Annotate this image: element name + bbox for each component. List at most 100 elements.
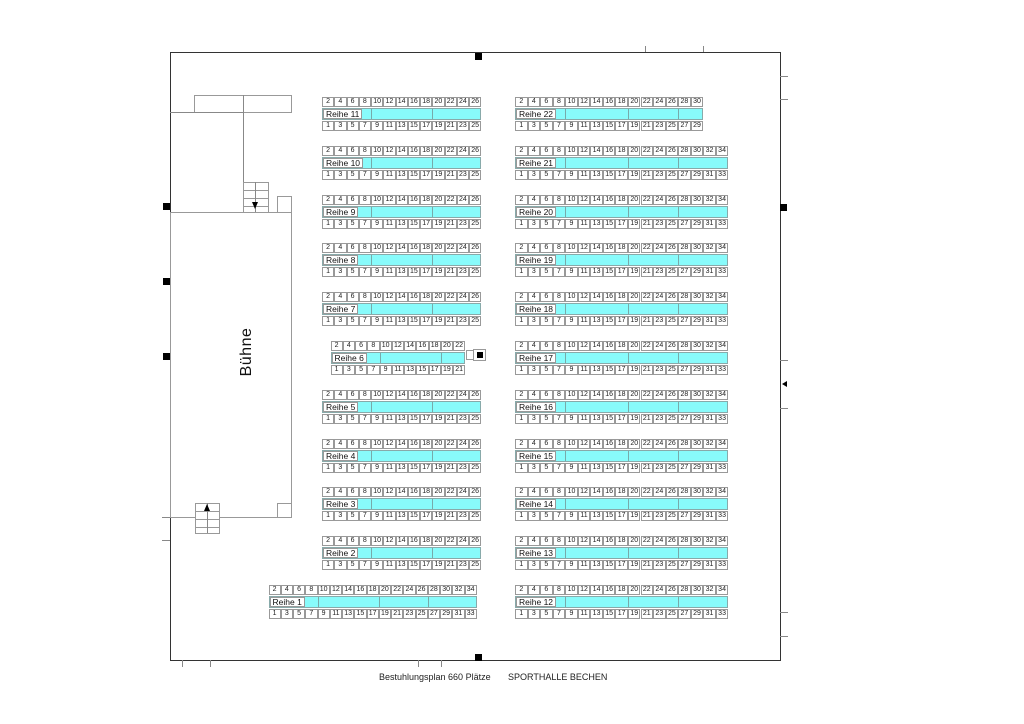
seat[interactable]: 20 [432, 97, 445, 107]
seat[interactable]: 6 [540, 145, 553, 156]
seat[interactable]: 20 [627, 292, 641, 303]
seat[interactable]: 24 [456, 243, 469, 254]
seat[interactable]: 5 [293, 609, 306, 619]
seat[interactable]: 9 [565, 121, 578, 131]
seat[interactable]: 12 [383, 438, 396, 449]
seat[interactable]: 32 [703, 487, 716, 498]
seat[interactable]: 14 [590, 536, 603, 547]
seat[interactable]: 8 [552, 145, 566, 156]
seat[interactable]: 17 [420, 121, 433, 131]
seat[interactable]: 25 [665, 121, 679, 131]
seat[interactable]: 1 [330, 365, 343, 375]
seat[interactable]: 26 [469, 487, 482, 498]
seat[interactable]: 5 [346, 413, 359, 424]
seat[interactable]: 20 [432, 145, 445, 156]
seat[interactable]: 5 [540, 365, 553, 375]
seat[interactable]: 4 [334, 438, 347, 449]
seat[interactable]: 17 [615, 218, 628, 229]
seat[interactable]: 19 [432, 121, 445, 131]
seat[interactable]: 20 [378, 585, 391, 595]
seat[interactable]: 28 [678, 438, 691, 449]
seat[interactable]: 23 [456, 462, 469, 473]
seat[interactable]: 17 [615, 365, 628, 375]
seat[interactable]: 15 [407, 462, 420, 473]
seat[interactable]: 7 [358, 560, 371, 571]
seat[interactable]: 26 [665, 438, 679, 449]
seat[interactable]: 15 [407, 560, 420, 571]
seat[interactable]: 9 [565, 560, 578, 571]
seat[interactable]: 6 [346, 292, 359, 303]
seat[interactable]: 3 [334, 316, 347, 327]
seat[interactable]: 24 [456, 536, 469, 547]
seat[interactable]: 1 [515, 560, 528, 571]
seat[interactable]: 18 [420, 194, 433, 205]
seat[interactable]: 28 [678, 487, 691, 498]
seat[interactable]: 12 [383, 292, 396, 303]
seat[interactable]: 10 [317, 585, 330, 595]
seat[interactable]: 5 [540, 560, 553, 571]
seat[interactable]: 12 [577, 145, 591, 156]
seat[interactable]: 24 [456, 194, 469, 205]
seat[interactable]: 22 [444, 145, 457, 156]
seat[interactable]: 3 [334, 462, 347, 473]
seat[interactable]: 23 [653, 462, 666, 473]
seat[interactable]: 24 [456, 389, 469, 400]
seat[interactable]: 6 [540, 292, 553, 303]
seat[interactable]: 28 [678, 194, 691, 205]
seat[interactable]: 7 [305, 609, 318, 619]
seat[interactable]: 18 [428, 341, 441, 351]
seat[interactable]: 21 [444, 560, 457, 571]
seat[interactable]: 24 [456, 292, 469, 303]
seat[interactable]: 15 [407, 169, 420, 180]
seat[interactable]: 13 [590, 511, 603, 522]
seat[interactable]: 2 [322, 536, 335, 547]
seat[interactable]: 1 [515, 462, 528, 473]
seat[interactable]: 16 [407, 292, 420, 303]
seat[interactable]: 2 [322, 97, 335, 107]
seat[interactable]: 26 [665, 536, 679, 547]
seat[interactable]: 13 [404, 365, 417, 375]
seat[interactable]: 19 [378, 609, 391, 619]
seat[interactable]: 28 [678, 389, 691, 400]
seat[interactable]: 20 [627, 194, 641, 205]
seat[interactable]: 24 [653, 292, 666, 303]
seat[interactable]: 15 [602, 609, 616, 619]
seat[interactable]: 17 [420, 413, 433, 424]
seat[interactable]: 21 [444, 218, 457, 229]
seat[interactable]: 18 [615, 194, 628, 205]
seat[interactable]: 34 [715, 292, 729, 303]
seat[interactable]: 27 [678, 413, 691, 424]
seat[interactable]: 6 [346, 194, 359, 205]
seat[interactable]: 25 [665, 560, 679, 571]
seat[interactable]: 11 [329, 609, 342, 619]
seat[interactable]: 7 [552, 365, 566, 375]
seat[interactable]: 7 [552, 169, 566, 180]
seat[interactable]: 30 [690, 389, 704, 400]
seat[interactable]: 18 [615, 145, 628, 156]
seat[interactable]: 16 [407, 536, 420, 547]
seat[interactable]: 12 [383, 97, 396, 107]
seat[interactable]: 10 [371, 194, 384, 205]
seat[interactable]: 4 [334, 194, 347, 205]
seat[interactable]: 15 [602, 365, 616, 375]
seat[interactable]: 15 [407, 413, 420, 424]
seat[interactable]: 15 [602, 511, 616, 522]
seat[interactable]: 10 [371, 97, 384, 107]
seat[interactable]: 22 [444, 536, 457, 547]
seat[interactable]: 25 [665, 218, 679, 229]
seat[interactable]: 18 [615, 97, 628, 107]
seat[interactable]: 15 [407, 511, 420, 522]
seat[interactable]: 8 [552, 585, 566, 595]
seat[interactable]: 17 [420, 267, 433, 278]
seat[interactable]: 19 [432, 267, 445, 278]
seat[interactable]: 15 [407, 121, 420, 131]
seat[interactable]: 19 [432, 560, 445, 571]
seat[interactable]: 16 [602, 292, 616, 303]
seat[interactable]: 8 [358, 438, 371, 449]
seat[interactable]: 7 [367, 365, 380, 375]
seat[interactable]: 5 [540, 511, 553, 522]
seat[interactable]: 12 [577, 97, 591, 107]
seat[interactable]: 26 [665, 243, 679, 254]
seat[interactable]: 23 [653, 316, 666, 327]
seat[interactable]: 27 [678, 267, 691, 278]
